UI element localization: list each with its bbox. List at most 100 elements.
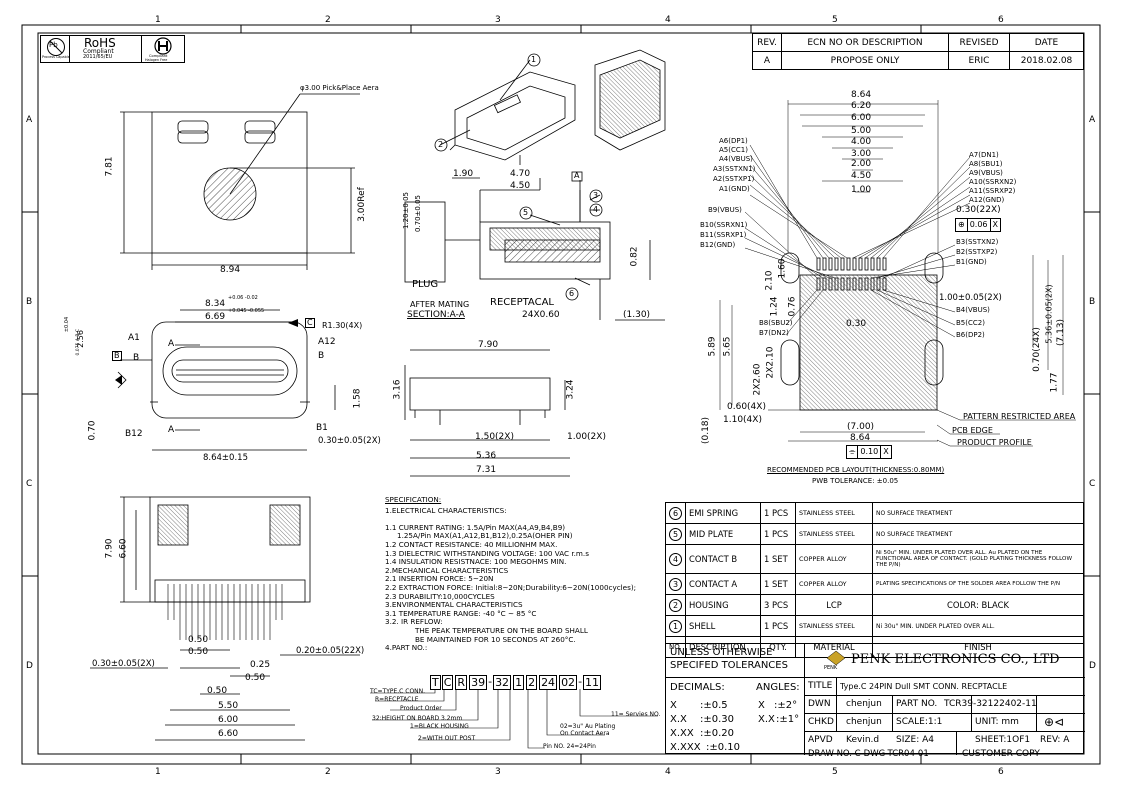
rev-row-rev: A [752, 51, 782, 70]
label-a12: A12 [318, 337, 336, 347]
dim-5-50: 5.50 [218, 701, 239, 711]
bom-qty-6: 1 PCS [760, 502, 796, 524]
bom-finish-1: Ni 30u" MIN. UNDER PLATED OVER ALL. [872, 615, 1084, 637]
bom-qty-1: 1 PCS [760, 615, 796, 637]
row-label-d: D [26, 661, 33, 671]
pcb-layout [719, 100, 1076, 447]
dim-0-20-22x: 0.20±0.05(22X) [296, 646, 365, 656]
callout-6: 6 [569, 289, 575, 298]
bom-row: 3 CONTACT A 1 SET COPPER ALLOY PLATING S… [665, 573, 1084, 595]
bom-qty-3: 1 SET [760, 573, 796, 595]
bom-table: 6 EMI SPRING 1 PCS STAINLESS STEEL NO SU… [665, 502, 1084, 658]
pin-b12: B12(GND) [700, 241, 736, 249]
section-a-a [404, 171, 665, 321]
datum-a-box: A [574, 171, 580, 180]
pcb-flatness-frame: ⌯ 0.10 X [846, 445, 892, 459]
bom-mat-6: STAINLESS STEEL [795, 502, 873, 524]
dim-r1-30: R1.30(4X) [322, 321, 363, 330]
callout-2: 2 [438, 140, 444, 149]
spec-line-15: BE MAINTAINED FOR 10 SECONDS AT 260°C. [415, 634, 576, 644]
bom-desc-4: CONTACT B [685, 544, 761, 574]
pcb-dim-0-60-4x: 0.60(4X) [727, 402, 766, 412]
label-b1: B1 [316, 423, 328, 433]
bom-mat-2: LCP [795, 594, 873, 616]
bom-finish-6: NO SURFACE TREATMENT [872, 502, 1084, 524]
pn-box-6: 1 [513, 675, 525, 690]
front-view [117, 309, 336, 451]
apvd-value: Kevin.d [846, 735, 880, 745]
halogen-line1: Compliant [149, 54, 168, 58]
pn-note-post: 2=WITH OUT POST [418, 735, 476, 742]
label-section-a-a: SECTION:A-A [407, 310, 465, 320]
pn-box-10: - [578, 675, 583, 688]
spec-line-2: 1.1 CURRENT RATING: 1.5A/Pin MAX(A4,A9,B… [385, 522, 566, 532]
spec-line-7: 2.MECHANICAL CHARACTERISTICS [385, 565, 509, 575]
bom-mat-1: STAINLESS STEEL [795, 615, 873, 637]
penk-logo-icon [826, 650, 846, 666]
unit-value: UNIT: mm [975, 717, 1019, 727]
pin-b7: B7(DN2) [759, 329, 789, 337]
dim-0-50-c: 0.50 [245, 673, 266, 683]
bom-row: 2 HOUSING 3 PCS LCP COLOR: BLACK [665, 594, 1084, 616]
pcb-gdt-value: 0.06 [968, 219, 991, 231]
pcb-flatness-datum: X [883, 447, 889, 456]
bom-finish-4: Ni 50u" MIN. UNDER PLATED OVER ALL. Au P… [872, 544, 1084, 574]
col-label-3: 3 [495, 15, 501, 25]
pin-a11: A11(SSRXP2) [969, 187, 1016, 195]
bom-desc-1: SHELL [685, 615, 761, 637]
dim-7-90: 7.90 [478, 340, 499, 350]
part-number-code: T C R 39 - 32 1 2 24 02 - 11 [430, 675, 602, 690]
pin-a4: A4(VBUS) [719, 155, 753, 163]
bom-no-1: 1 [669, 619, 682, 633]
bom-qty-2: 3 PCS [760, 594, 796, 616]
spec-line-5: 1.3 DIELECTRIC WITHSTANDING VOLTAGE: 100… [385, 548, 589, 558]
pin-b5: B5(CC2) [956, 319, 985, 327]
ang-xx: X.X [758, 714, 775, 725]
pn-note-housing: 1=BLACK HOUSING [410, 723, 469, 730]
dim-6-60: 6.60 [218, 729, 239, 739]
bom-mat-5: STAINLESS STEEL [795, 523, 873, 545]
col-label-6: 6 [998, 15, 1004, 25]
pcb-layout-title: RECOMMENDED PCB LAYOUT(THICKNESS:0.80MM) [767, 466, 945, 474]
dim-c-box: C [305, 318, 315, 328]
dim-6-69: 6.69 [205, 312, 226, 322]
label-product-profile: PRODUCT PROFILE [957, 438, 1032, 447]
spec-line-11: 3.ENVIRONMENTAL CHARACTERISTICS [385, 600, 523, 610]
bom-finish-3: PLATING SPECIFICATIONS OF THE SOLDER ARE… [872, 573, 1084, 595]
label-b-left: B [133, 353, 140, 363]
side-view [404, 349, 570, 477]
company-name: PENK ELECTRONICS CO., LTD [851, 652, 1060, 667]
col-label-2-bottom: 2 [325, 767, 331, 777]
spec-line-4: 1.2 CONTACT RESISTANCE: 40 MILLIONHM MAX… [385, 539, 558, 549]
pb-caption: Process Capable [42, 55, 70, 59]
tol-title-2: SPECIFED TOLERANCES [670, 660, 788, 671]
tol-xxxx: X.XXX [670, 742, 701, 753]
pcb-dim-1-10-4x: 1.10(4X) [723, 415, 762, 425]
dim-1-30: (1.30) [623, 310, 651, 320]
dim-0-50-b: 0.50 [188, 647, 209, 657]
dim-0-30-2x-bottom: 0.30±0.05(2X) [92, 659, 155, 669]
spec-line-10: 2.3 DURABILITY:10,000CYCLES [385, 591, 495, 601]
pin-a2: A2(SSTXP1) [713, 175, 755, 183]
row-label-c-right: C [1089, 479, 1096, 489]
position-icon: ⊕ [956, 219, 968, 231]
bom-row: 5 MID PLATE 1 PCS STAINLESS STEEL NO SUR… [665, 523, 1084, 545]
title-label: TITLE [808, 681, 833, 691]
row-label-b: B [26, 297, 33, 307]
pin-b2: B2(SSTXP2) [956, 248, 998, 256]
row-label-c: C [26, 479, 33, 489]
rohs-line2: 2011/65/EU [83, 54, 113, 60]
penk-logo-text: PENK [824, 665, 838, 671]
symmetry-icon: ⌯ [847, 446, 859, 458]
pcb-dim-top-4: 4.00 [851, 137, 872, 147]
callout-1: 1 [531, 55, 537, 64]
bom-desc-6: EMI SPRING [685, 502, 761, 524]
pb-text: Pb [49, 41, 58, 49]
pin-b10: B10(SSRXN1) [700, 221, 748, 229]
label-a1: A1 [128, 333, 140, 343]
bom-row: 4 CONTACT B 1 SET COPPER ALLOY Ni 50u" M… [665, 544, 1084, 574]
spec-line-9: 2.2 EXTRACTION FORCE: Initial:8~20N;Dura… [385, 582, 637, 592]
bom-mat-4: COPPER ALLOY [795, 544, 873, 574]
lead-free-icon [47, 38, 65, 56]
